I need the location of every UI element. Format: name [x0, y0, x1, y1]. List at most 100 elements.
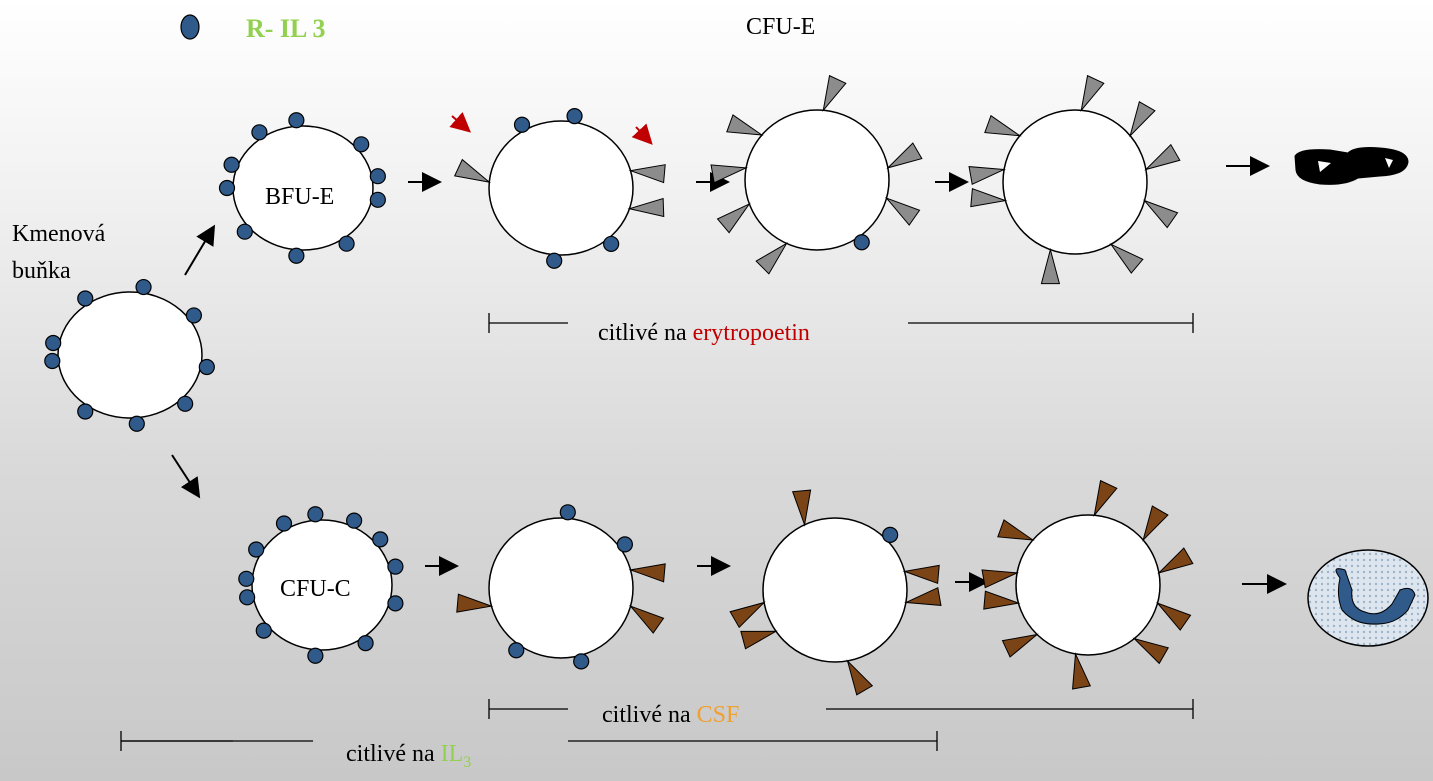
- cfu-c-cell-il3-receptor: [238, 570, 255, 587]
- bfu-e-cell-il3-receptor: [288, 247, 305, 264]
- csf-receptor: [1157, 547, 1194, 574]
- epo-receptor: [453, 158, 492, 183]
- csf-receptor: [729, 601, 766, 629]
- myeloid-stage-2-cell-il3-receptor: [573, 653, 590, 670]
- erythrocyte: [1294, 147, 1409, 185]
- stem-cell-il3-receptor: [44, 352, 61, 370]
- csf-receptor: [1142, 505, 1169, 542]
- cfu-c-cell-il3-receptor: [357, 635, 374, 652]
- myeloid-stage-2-cell-il3-receptor: [508, 642, 525, 659]
- erythropoietin-highlight: erytropoetin: [692, 320, 810, 346]
- epo-receptor: [755, 242, 788, 275]
- cfu-c-cell-il3-receptor: [387, 558, 404, 575]
- myeloid-stage-3-cell: [762, 517, 908, 663]
- il3-range-label: citlivé na IL3: [346, 741, 471, 772]
- marker-arrow-right: [631, 123, 653, 145]
- stem-cell-il3-receptor: [135, 278, 152, 296]
- cfu-c-cell-il3-receptor: [239, 589, 256, 606]
- csf-range-label: citlivé na CSF: [602, 702, 739, 730]
- csf-receptor: [903, 586, 942, 606]
- stem-cell-il3-receptor: [77, 403, 94, 420]
- csf-receptor: [981, 569, 1020, 589]
- bfu-e-cell-il3-receptor: [369, 191, 386, 208]
- il3-range-prefix: citlivé na: [346, 741, 435, 767]
- epo-receptor: [1109, 243, 1144, 274]
- erythroid-stage-2-cell-il3-receptor: [566, 108, 583, 125]
- csf-receptor: [1072, 652, 1092, 690]
- bfu-e-cell-il3-receptor: [288, 112, 305, 129]
- epo-receptor: [726, 114, 764, 136]
- epo-receptor: [627, 197, 665, 218]
- epo-receptor: [968, 166, 1007, 186]
- stem-cell: [57, 291, 203, 419]
- marker-arrow-left: [449, 111, 472, 133]
- stem-cell-il3-receptor: [77, 290, 94, 307]
- bfu-e-cell-il3-receptor: [338, 235, 355, 252]
- erythroid-stage-3-cell-il3-receptor: [853, 234, 870, 251]
- bfu-e-cell-il3-receptor: [223, 156, 240, 173]
- bfu-e-cell-il3-receptor: [236, 223, 253, 240]
- arrow-to-bfu-e: [184, 224, 216, 276]
- bfu-e-cell-il3-receptor: [218, 179, 236, 197]
- epo-receptor: [628, 164, 666, 184]
- csf-receptor: [1132, 637, 1169, 665]
- erythroid-stage-2-cell-il3-receptor: [603, 235, 620, 253]
- csf-receptor: [846, 659, 874, 696]
- epo-receptor: [822, 74, 847, 113]
- bfu-e-cell-il3-receptor: [353, 136, 370, 153]
- legend-label: R- IL 3: [246, 14, 326, 43]
- cfu-e-label: CFU-E: [746, 14, 816, 40]
- epo-receptor: [1144, 143, 1181, 171]
- cfu-c-cell-il3-receptor: [307, 647, 324, 664]
- granulocyte-nucleus: [1335, 568, 1416, 625]
- erythropoietin-range-prefix: citlivé na: [598, 320, 687, 346]
- csf-receptor: [628, 563, 666, 583]
- csf-receptor: [983, 590, 1021, 610]
- cfu-c-cell-il3-receptor: [255, 622, 272, 639]
- epo-receptor: [970, 187, 1008, 208]
- epo-receptor: [1129, 101, 1156, 138]
- legend-receptor-dot: [180, 14, 200, 40]
- il3-subscript: 3: [463, 753, 472, 771]
- erythroid-stage-2-cell-il3-receptor: [546, 252, 563, 269]
- myeloid-stage-2-cell-il3-receptor: [616, 536, 633, 553]
- erythroid-stage-2-cell-il3-receptor: [513, 116, 531, 133]
- myeloid-stage-2-cell: [488, 517, 634, 659]
- cfu-c-cell-il3-receptor: [307, 506, 324, 523]
- csf-receptor: [1093, 479, 1118, 518]
- csf-receptor: [456, 593, 494, 613]
- csf-highlight: CSF: [696, 702, 740, 728]
- epo-receptor: [886, 142, 923, 169]
- bfu-e-cell-il3-receptor: [251, 124, 268, 141]
- stem-cell-il3-receptor: [45, 334, 62, 352]
- erythroid-stage-3-cell: [744, 109, 890, 251]
- bfu-e-cell-il3-receptor: [369, 168, 386, 185]
- csf-receptor: [791, 489, 812, 527]
- myeloid-stage-4-cell: [1015, 514, 1161, 656]
- cfu-c-cell-il3-receptor: [248, 541, 265, 558]
- stem-cell-il3-receptor: [185, 307, 202, 324]
- arrow-to-cfu-c: [171, 454, 201, 499]
- stem-cell-il3-receptor: [177, 395, 194, 412]
- epo-receptor: [1080, 74, 1105, 113]
- il3-highlight: IL: [440, 741, 464, 767]
- stem-cell-il3-receptor: [128, 415, 145, 432]
- cfu-c-cell-il3-receptor: [275, 515, 293, 532]
- csf-range-prefix: citlivé na: [602, 702, 691, 728]
- myeloid-stage-2-cell-il3-receptor: [559, 504, 576, 521]
- erythroid-stage-2-cell: [488, 120, 634, 256]
- erythropoietin-range-label: citlivé na erytropoetin: [598, 320, 810, 348]
- epo-receptor: [984, 114, 1022, 137]
- csf-receptor: [628, 604, 665, 634]
- myeloid-stage-3-cell-il3-receptor: [882, 526, 899, 543]
- epo-receptor: [716, 202, 751, 234]
- csf-receptor: [997, 519, 1035, 541]
- erythrocyte-highlight: [1385, 158, 1393, 168]
- csf-receptor: [902, 564, 940, 585]
- erythrocyte-highlight: [1318, 161, 1331, 172]
- csf-receptor: [1155, 601, 1192, 631]
- bfu-e-label: BFU-E: [265, 184, 335, 210]
- stem-cell-il3-receptor: [198, 358, 215, 376]
